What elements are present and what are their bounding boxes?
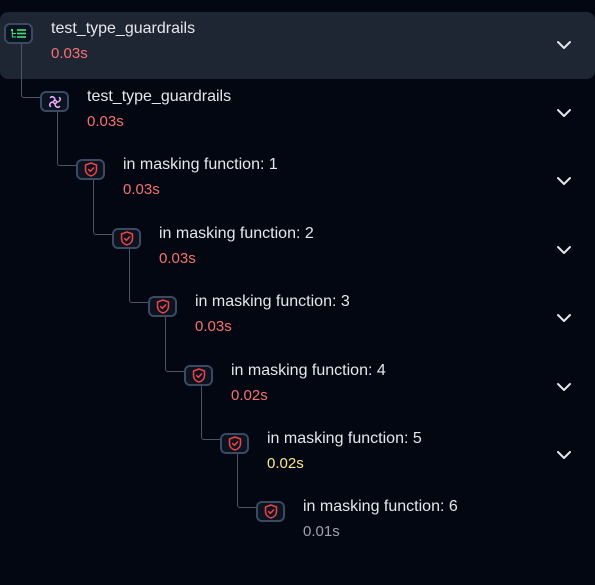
chevron-down-icon[interactable] bbox=[552, 238, 576, 262]
shield-icon bbox=[184, 365, 213, 386]
chevron-down-icon[interactable] bbox=[552, 101, 576, 125]
chevron-down-icon[interactable] bbox=[552, 375, 576, 399]
node-duration: 0.03s bbox=[87, 113, 124, 130]
node-duration: 0.03s bbox=[51, 45, 88, 62]
tree-connector bbox=[129, 248, 149, 303]
chevron-down-icon[interactable] bbox=[552, 443, 576, 467]
node-duration: 0.02s bbox=[267, 455, 304, 472]
shield-icon bbox=[76, 159, 105, 180]
chevron-down-icon[interactable] bbox=[552, 306, 576, 330]
list-tree-icon bbox=[4, 23, 33, 44]
shield-icon bbox=[256, 501, 285, 522]
node-title: in masking function: 2 bbox=[159, 225, 314, 242]
chevron-down-icon[interactable] bbox=[552, 169, 576, 193]
tree-connector bbox=[237, 453, 257, 508]
node-title: in masking function: 3 bbox=[195, 293, 350, 310]
tree-connector bbox=[165, 316, 185, 372]
tree-connector bbox=[21, 43, 41, 98]
shield-icon bbox=[148, 296, 177, 317]
shield-icon bbox=[220, 433, 249, 454]
chevron-down-icon[interactable] bbox=[552, 33, 576, 57]
node-title: in masking function: 4 bbox=[231, 362, 386, 379]
node-duration: 0.02s bbox=[231, 387, 268, 404]
function-icon bbox=[40, 91, 69, 112]
node-duration: 0.01s bbox=[303, 523, 340, 540]
node-title: in masking function: 5 bbox=[267, 430, 422, 447]
tree-connector bbox=[201, 385, 221, 440]
node-duration: 0.03s bbox=[159, 250, 196, 267]
node-duration: 0.03s bbox=[123, 181, 160, 198]
node-title: in masking function: 6 bbox=[303, 498, 458, 515]
shield-icon bbox=[112, 228, 141, 249]
tree-connector bbox=[57, 111, 77, 166]
tree-connector bbox=[93, 179, 113, 235]
node-title: in masking function: 1 bbox=[123, 156, 278, 173]
node-title: test_type_guardrails bbox=[87, 88, 232, 105]
selected-row-highlight[interactable] bbox=[0, 12, 595, 79]
node-title: test_type_guardrails bbox=[51, 20, 196, 37]
node-duration: 0.03s bbox=[195, 318, 232, 335]
